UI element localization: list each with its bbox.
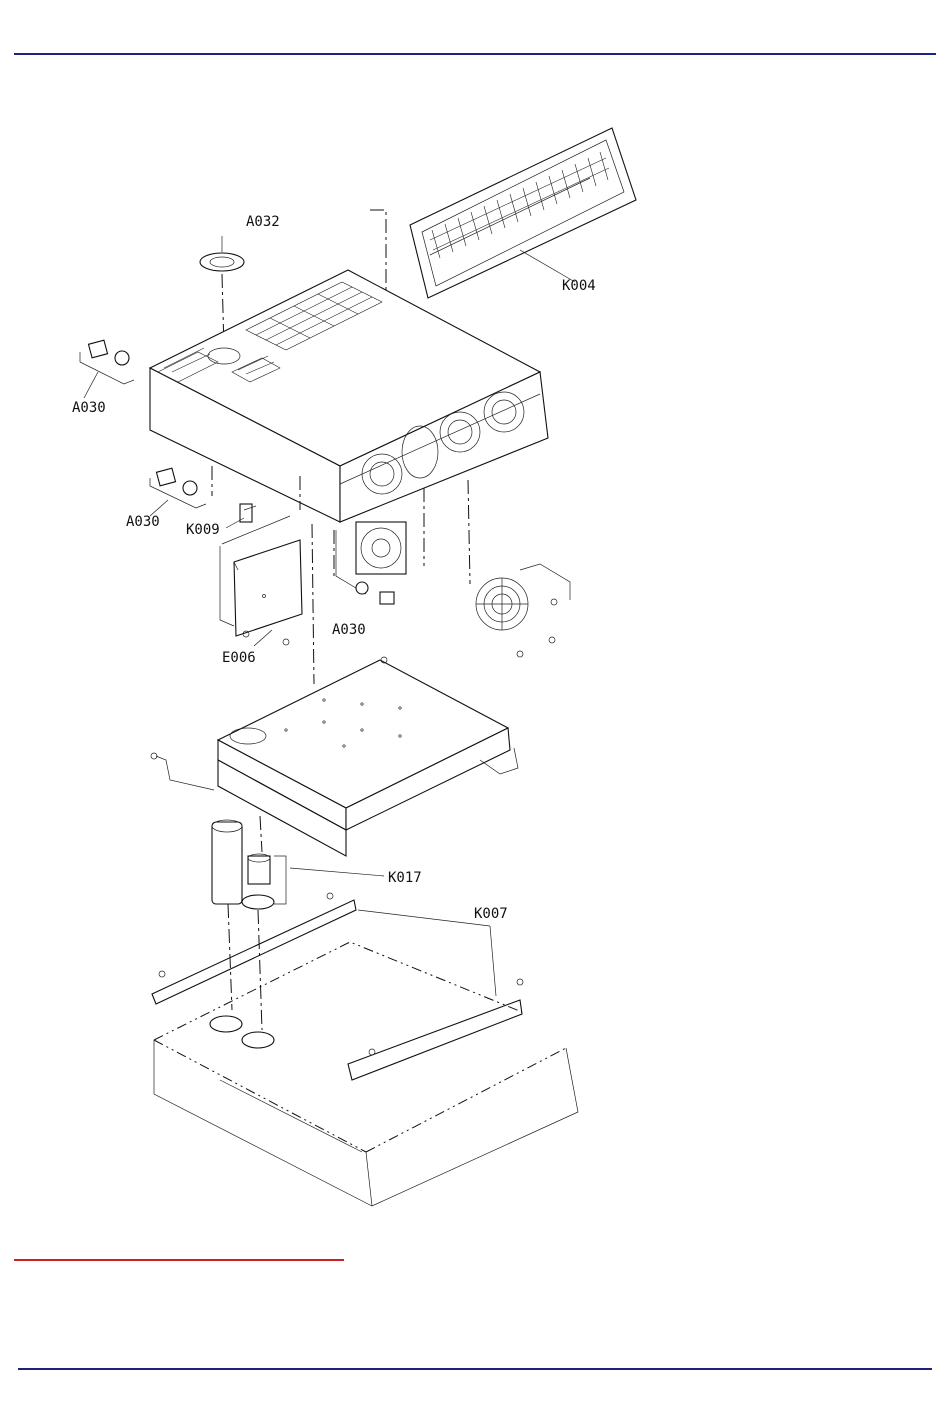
chassis bbox=[151, 657, 518, 856]
fan-module bbox=[336, 522, 406, 604]
label-a032: A032 bbox=[246, 214, 280, 230]
cable-gland-a030-mid bbox=[150, 468, 206, 516]
label-k017: K017 bbox=[388, 870, 422, 886]
circuit-board-e006 bbox=[220, 516, 302, 646]
label-k009: K009 bbox=[186, 522, 220, 538]
component-k009 bbox=[226, 504, 256, 528]
cabinet-cover bbox=[150, 270, 548, 522]
label-a030-left: A030 bbox=[72, 400, 106, 416]
label-k004: K004 bbox=[562, 278, 596, 294]
cable-gland-a030-left bbox=[80, 340, 134, 398]
label-a030-mid: A030 bbox=[126, 514, 160, 530]
label-e006: E006 bbox=[222, 650, 256, 666]
label-a030-bottom: A030 bbox=[332, 622, 366, 638]
grommet-a032 bbox=[200, 236, 244, 271]
fan-guard bbox=[476, 564, 570, 657]
front-panel-k004 bbox=[410, 128, 636, 298]
mounting-rail-k007 bbox=[152, 893, 523, 1080]
component-k017 bbox=[212, 820, 384, 909]
label-k007: K007 bbox=[474, 906, 508, 922]
